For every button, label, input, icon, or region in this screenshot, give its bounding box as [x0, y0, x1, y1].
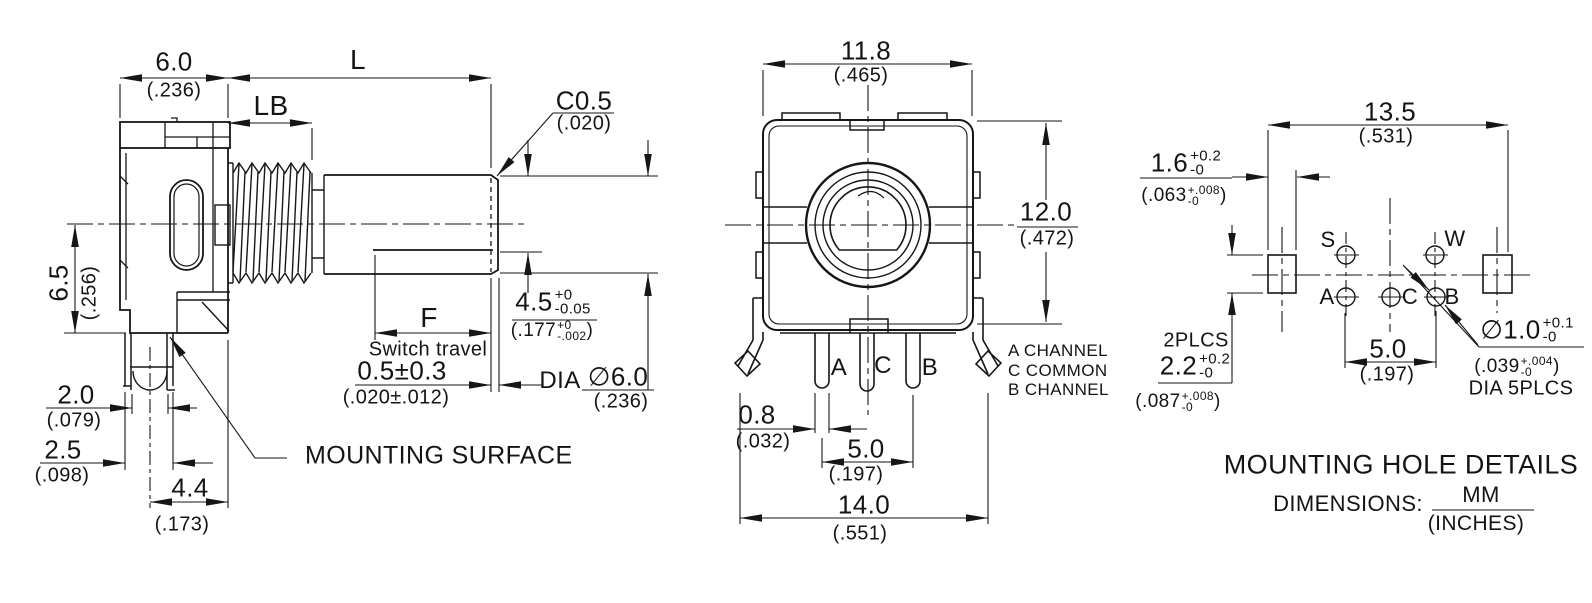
- shaft-outline: [311, 173, 499, 275]
- dim-body-width-mm: 6.0: [155, 46, 193, 77]
- centerlines: [67, 85, 1532, 508]
- dim-slot-width-inches: (.063+.008-0): [1141, 183, 1227, 208]
- plcs-label: 2PLCS: [1163, 329, 1229, 352]
- hole-c-label: C: [1401, 284, 1419, 309]
- dim-flat-inches: (.177+0-.002): [510, 318, 594, 343]
- leader-lines: [40, 112, 1479, 467]
- dim-leg-span-inches: (.551): [832, 522, 888, 545]
- dim-chamfer-mm: C0.5: [555, 85, 613, 116]
- dim-pin-width-mm: 2.0: [57, 379, 95, 410]
- dim-pin-width-inches: (.079): [46, 409, 102, 432]
- dimensions-label: DIMENSIONS:: [1273, 491, 1423, 516]
- dim-slot-width-mm: 1.6+0.2-0: [1150, 147, 1222, 178]
- dim-shaft-length-label: L: [350, 44, 366, 75]
- dim-height-inches: (.256): [78, 265, 101, 321]
- mounting-surface-label: MOUNTING SURFACE: [305, 441, 573, 470]
- side-view-body: [119, 117, 233, 391]
- dia-label: DIA: [539, 367, 581, 394]
- mounting-hole-details-title: MOUNTING HOLE DETAILS: [1223, 449, 1579, 480]
- dim-pin-offset-inches: (.173): [154, 513, 210, 536]
- dim-hole-spacing-mm: 5.0: [1369, 333, 1407, 364]
- switch-travel-label: Switch travel: [368, 338, 488, 361]
- dim-travel-mm: 0.5±0.3: [357, 355, 447, 386]
- dim-flat-mm: 4.5+0-0.05: [515, 287, 591, 318]
- note-b-channel: B CHANNEL: [1008, 380, 1109, 399]
- dim-front-height-inches: (.472): [1019, 227, 1075, 250]
- extension-lines: [64, 70, 1509, 524]
- dim-front-width-inches: (.465): [833, 64, 889, 87]
- hole-b-label: B: [1444, 284, 1460, 309]
- dim-shaft-dia-inches: (.236): [593, 390, 649, 413]
- dim-body-width-inches: (.236): [146, 79, 202, 102]
- dim-chamfer-inches: (.020): [556, 112, 612, 135]
- hole-w-label: W: [1444, 226, 1466, 251]
- hole-s-label: S: [1320, 227, 1336, 252]
- dim-height-mm: 6.5: [43, 264, 74, 302]
- fraction-bars: [512, 112, 1584, 511]
- dim-pin-depth-mm: 2.5: [44, 434, 82, 465]
- dimension-lines: [71, 60, 1508, 522]
- dim-pin-offset-mm: 4.4: [171, 472, 209, 503]
- dim-pin-thickness-inches: (.032): [735, 430, 791, 453]
- pin-b-label: B: [921, 354, 939, 381]
- dim-leg-span-mm: 14.0: [837, 489, 891, 520]
- dim-flat-tol-plus: +0: [554, 286, 573, 303]
- dim-flat-value: 4.5: [515, 286, 553, 317]
- dim-pin-spacing-inches: (.197): [828, 463, 884, 486]
- dim-slot-height-inches: (.087+.008-0): [1135, 389, 1221, 414]
- pin-a-label: A: [830, 354, 848, 381]
- dim-slot-span-mm: 13.5: [1363, 96, 1417, 127]
- dim-pin-depth-inches: (.098): [34, 464, 90, 487]
- hole-a-label: A: [1319, 284, 1335, 309]
- units-mm-label: MM: [1462, 482, 1500, 507]
- note-a-channel: A CHANNEL: [1008, 341, 1108, 360]
- dim-front-height-mm: 12.0: [1019, 196, 1073, 227]
- dim-flat-length-label: F: [420, 302, 438, 333]
- dim-hole-dia-mm: ∅1.0+0.1-0: [1480, 314, 1574, 345]
- dim-slot-height-mm: 2.2+0.2-0: [1159, 350, 1231, 381]
- dim-flat-tol-minus: -0.05: [554, 300, 591, 317]
- dim-pin-thickness-mm: 0.8: [738, 399, 776, 430]
- dim-travel-inches: (.020±.012): [342, 386, 450, 409]
- dim-front-width-mm: 11.8: [840, 35, 892, 66]
- dim-bushing-length-label: LB: [253, 90, 289, 121]
- front-view-legs: [733, 297, 1003, 378]
- dim-hole-dia-inches: (.039+.004-0): [1474, 354, 1560, 379]
- pin-c-label: C: [874, 352, 892, 379]
- dim-shaft-dia-mm: ∅6.0: [587, 361, 649, 392]
- note-c-common: C COMMON: [1008, 361, 1108, 380]
- dia-5plcs-label: DIA 5PLCS: [1468, 377, 1574, 400]
- thread-profile: [232, 161, 312, 285]
- units-inches-label: (INCHES): [1427, 512, 1525, 535]
- dim-slot-span-inches: (.531): [1358, 125, 1414, 148]
- dim-pin-spacing-mm: 5.0: [847, 433, 885, 464]
- dim-hole-spacing-inches: (.197): [1359, 363, 1415, 386]
